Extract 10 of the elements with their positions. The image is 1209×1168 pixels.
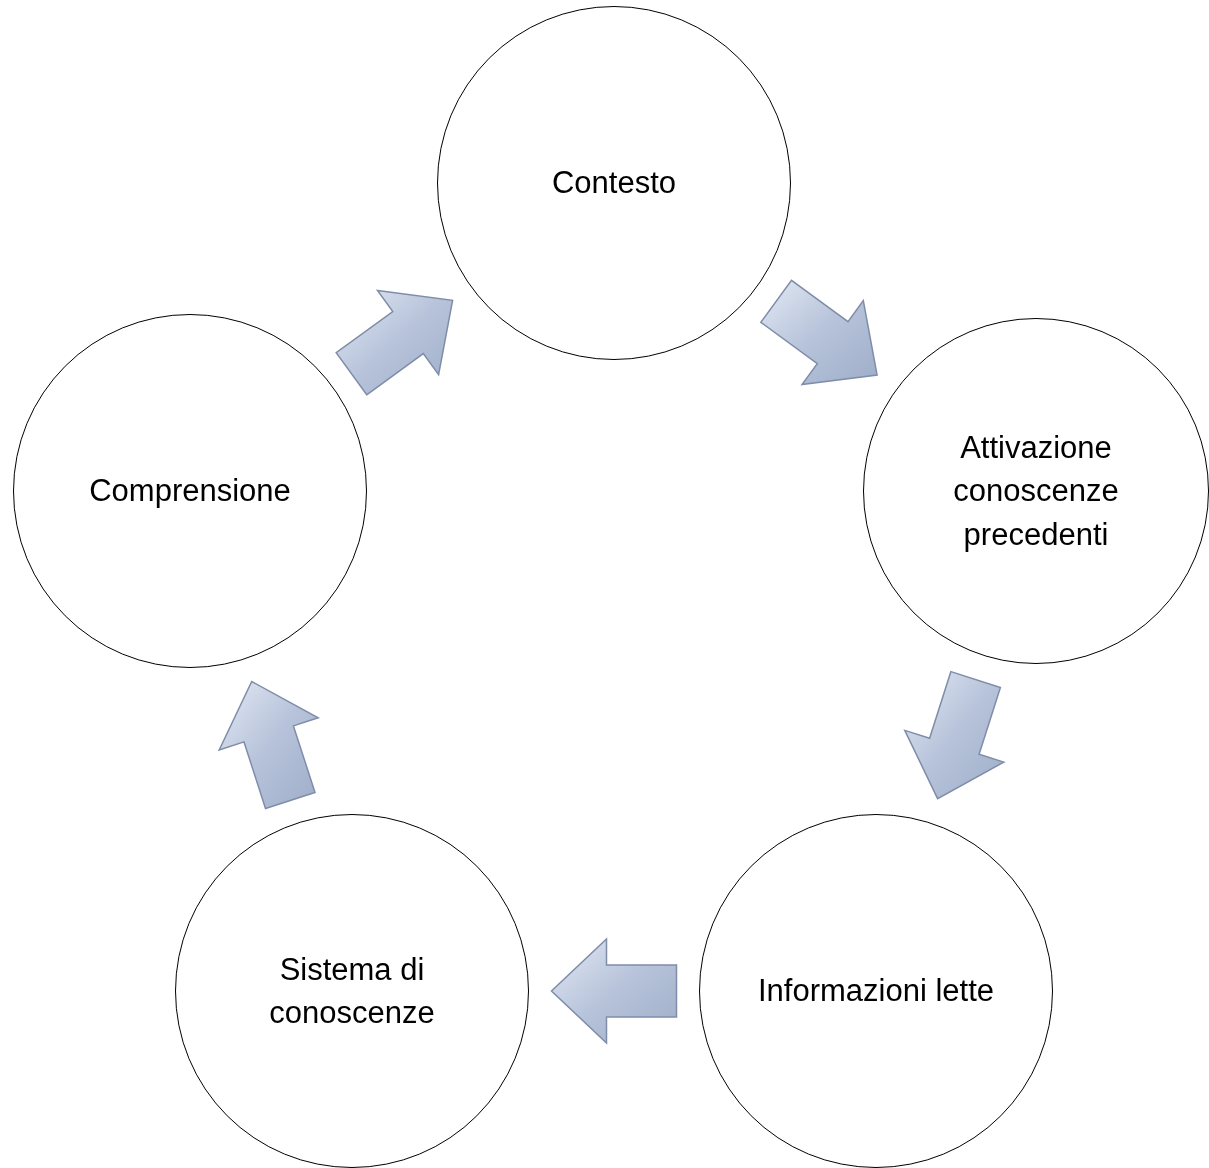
block-arrow — [903, 670, 1006, 800]
node-label: Sistema di conoscenze — [268, 950, 436, 1032]
block-arrow — [217, 680, 321, 810]
block-arrow — [759, 279, 878, 386]
node-label: Informazioni lette — [757, 972, 995, 1011]
node-label: Comprensione — [89, 472, 291, 511]
block-arrow — [550, 937, 678, 1045]
block-arrow — [335, 289, 454, 396]
node-label: Attivazione conoscenze precedenti — [952, 428, 1120, 554]
node-label: Contesto — [551, 164, 677, 203]
